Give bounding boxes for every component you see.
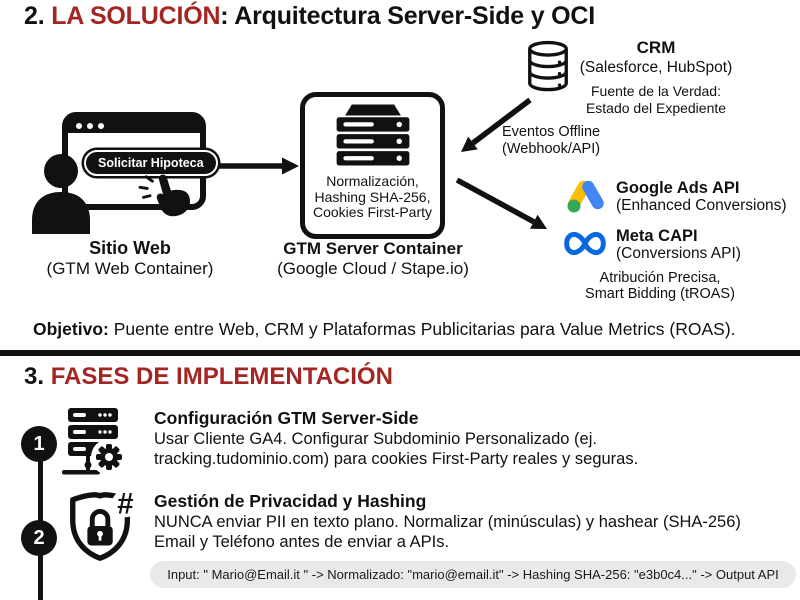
phase-2-title: Gestión de Privacidad y Hashing [154,491,427,511]
browser-dot [76,122,82,129]
shield-lock-icon: # [70,489,140,561]
phases-section-title: 3. FASES DE IMPLEMENTACIÓN [24,363,393,391]
gtm-server-box: Normalización, Hashing SHA-256, Cookies … [300,92,445,239]
server-gear-icon [62,408,127,475]
google-ads-title: Google Ads API [616,179,740,197]
google-ads-icon [567,180,604,213]
phase-1-body-line: tracking.tudominio.com) para cookies Fir… [154,449,639,468]
platforms-note: Smart Bidding (tROAS) [585,286,735,302]
phase-2-number: 2 [21,520,57,556]
arrow-crm-to-gtm [471,97,532,146]
hash-symbol: # [117,489,133,520]
crm-note: Fuente de la Verdad: [591,83,721,99]
solicitar-hipoteca-button: Solicitar Hipoteca [84,150,218,176]
browser-dot [87,122,93,129]
title-rest: : Arquitectura Server-Side y OCI [220,2,596,30]
phase-2-body-line: NUNCA enviar PII en texto plano. Normali… [154,513,741,531]
phase-2-body: NUNCA enviar PII en texto plano. Normali… [154,513,741,552]
server-stack-icon [336,104,409,166]
meta-icon [564,231,606,256]
website-title: Sitio Web [89,238,171,258]
meta-title: Meta CAPI [616,227,698,245]
section-divider [0,350,800,356]
phases-number: 3. [24,363,51,390]
arrow-gtm-to-platforms [455,177,536,225]
objective-text: Puente entre Web, CRM y Plataformas Publ… [108,319,736,339]
website-subtitle: (GTM Web Container) [46,259,214,278]
google-ads-subtitle: (Enhanced Conversions) [616,197,787,214]
page-title: 2. LA SOLUCIÓN: Arquitectura Server-Side… [24,2,595,31]
phase-1-number: 1 [21,426,57,462]
gtm-box-caption: Normalización, Hashing SHA-256, Cookies … [305,173,440,221]
title-number: 2. [24,2,52,30]
phase-1-body: Usar Cliente GA4. Configurar Subdominio … [154,430,638,469]
hashing-example-code: Input: " Mario@Email.it " -> Normalizado… [150,561,796,588]
offline-events-label: (Webhook/API) [502,141,601,157]
user-icon [32,154,90,234]
phase-1-title: Configuración GTM Server-Side [154,408,419,428]
gtm-caption-line: Cookies First-Party [312,204,433,221]
gtm-caption-line: Normalización, [326,173,419,189]
crm-note: Estado del Expediente [585,100,727,116]
browser-titlebar [68,118,200,133]
objective-label: Objetivo: [33,319,109,339]
phase-1-body-line: Usar Cliente GA4. Configurar Subdominio … [154,430,597,448]
database-icon [528,40,568,92]
gtm-title: GTM Server Container [283,239,463,258]
platforms-note: Atribución Precisa, [599,270,721,286]
phases-title-text: FASES DE IMPLEMENTACIÓN [50,363,393,390]
meta-subtitle: (Conversions API) [616,245,741,262]
crm-title: CRM [636,38,676,57]
flow-arrows [214,97,547,229]
title-highlight: LA SOLUCIÓN [51,2,221,30]
offline-events-label: Eventos Offline [502,124,601,140]
browser-dot [98,122,104,129]
objective-line: Objetivo: Puente entre Web, CRM y Plataf… [33,319,736,340]
click-hand-icon [138,174,190,217]
crm-subtitle: (Salesforce, HubSpot) [579,59,733,76]
phase-2-body-line: Email y Teléfono antes de enviar a APIs. [154,532,450,551]
gtm-caption-line: Hashing SHA-256, [314,188,431,205]
gtm-subtitle: (Google Cloud / Stape.io) [277,259,469,278]
